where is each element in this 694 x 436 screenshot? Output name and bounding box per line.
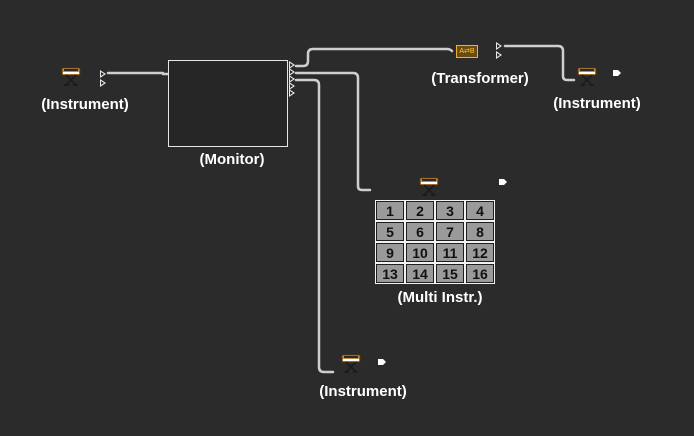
cable-transformer-to-instrument [503, 44, 576, 82]
cable-monitor-to-bottom-instrument [294, 78, 335, 374]
transformer-label: (Transformer) [431, 70, 529, 87]
monitor-output-1[interactable] [289, 61, 295, 69]
channel-cell-12[interactable]: 12 [466, 243, 494, 262]
channel-cell-9[interactable]: 9 [376, 243, 404, 262]
monitor-output-3[interactable] [289, 75, 295, 83]
instrument-right-label: (Instrument) [553, 95, 641, 112]
channel-cell-1[interactable]: 1 [376, 201, 404, 220]
channel-cell-7[interactable]: 7 [436, 222, 464, 241]
channel-cell-8[interactable]: 8 [466, 222, 494, 241]
channel-cell-11[interactable]: 11 [436, 243, 464, 262]
instrument-right-icon[interactable] [577, 67, 597, 86]
instrument-left-output-2[interactable] [100, 79, 106, 87]
channel-cell-3[interactable]: 3 [436, 201, 464, 220]
monitor-output-5[interactable] [289, 89, 295, 97]
monitor-label: (Monitor) [199, 151, 265, 168]
channel-cell-10[interactable]: 10 [406, 243, 434, 262]
channel-cell-2[interactable]: 2 [406, 201, 434, 220]
channel-cell-16[interactable]: 16 [466, 264, 494, 283]
transformer-output-2[interactable] [496, 51, 502, 59]
channel-cell-5[interactable]: 5 [376, 222, 404, 241]
instrument-bottom-label: (Instrument) [319, 383, 407, 400]
monitor-output-2[interactable] [289, 68, 295, 76]
multi-instrument-label: (Multi Instr.) [397, 289, 483, 306]
cable-monitor-to-transformer [294, 47, 454, 68]
transformer-output-1[interactable] [496, 42, 502, 50]
cable-instrument-to-monitor [106, 71, 170, 76]
multi-instrument-icon[interactable] [419, 177, 439, 196]
channel-cell-14[interactable]: 14 [406, 264, 434, 283]
instrument-right-send-icon[interactable] [613, 70, 621, 76]
monitor-object[interactable] [168, 60, 288, 147]
channel-cell-6[interactable]: 6 [406, 222, 434, 241]
monitor-output-4[interactable] [289, 82, 295, 90]
instrument-left-output-1[interactable] [100, 70, 106, 78]
instrument-bottom-send-icon[interactable] [378, 359, 386, 365]
channel-cell-15[interactable]: 15 [436, 264, 464, 283]
instrument-left-label: (Instrument) [41, 96, 129, 113]
channel-cell-13[interactable]: 13 [376, 264, 404, 283]
transformer-icon[interactable]: A⇄B [456, 45, 478, 58]
multi-instrument-send-icon[interactable] [499, 179, 507, 185]
instrument-left-icon[interactable] [61, 67, 81, 86]
instrument-bottom-icon[interactable] [341, 354, 361, 373]
channel-cell-4[interactable]: 4 [466, 201, 494, 220]
cable-monitor-to-multi [294, 71, 372, 192]
multi-instrument-channel-grid[interactable]: 1 2 3 4 5 6 7 8 9 10 11 12 13 14 15 16 [375, 200, 495, 284]
